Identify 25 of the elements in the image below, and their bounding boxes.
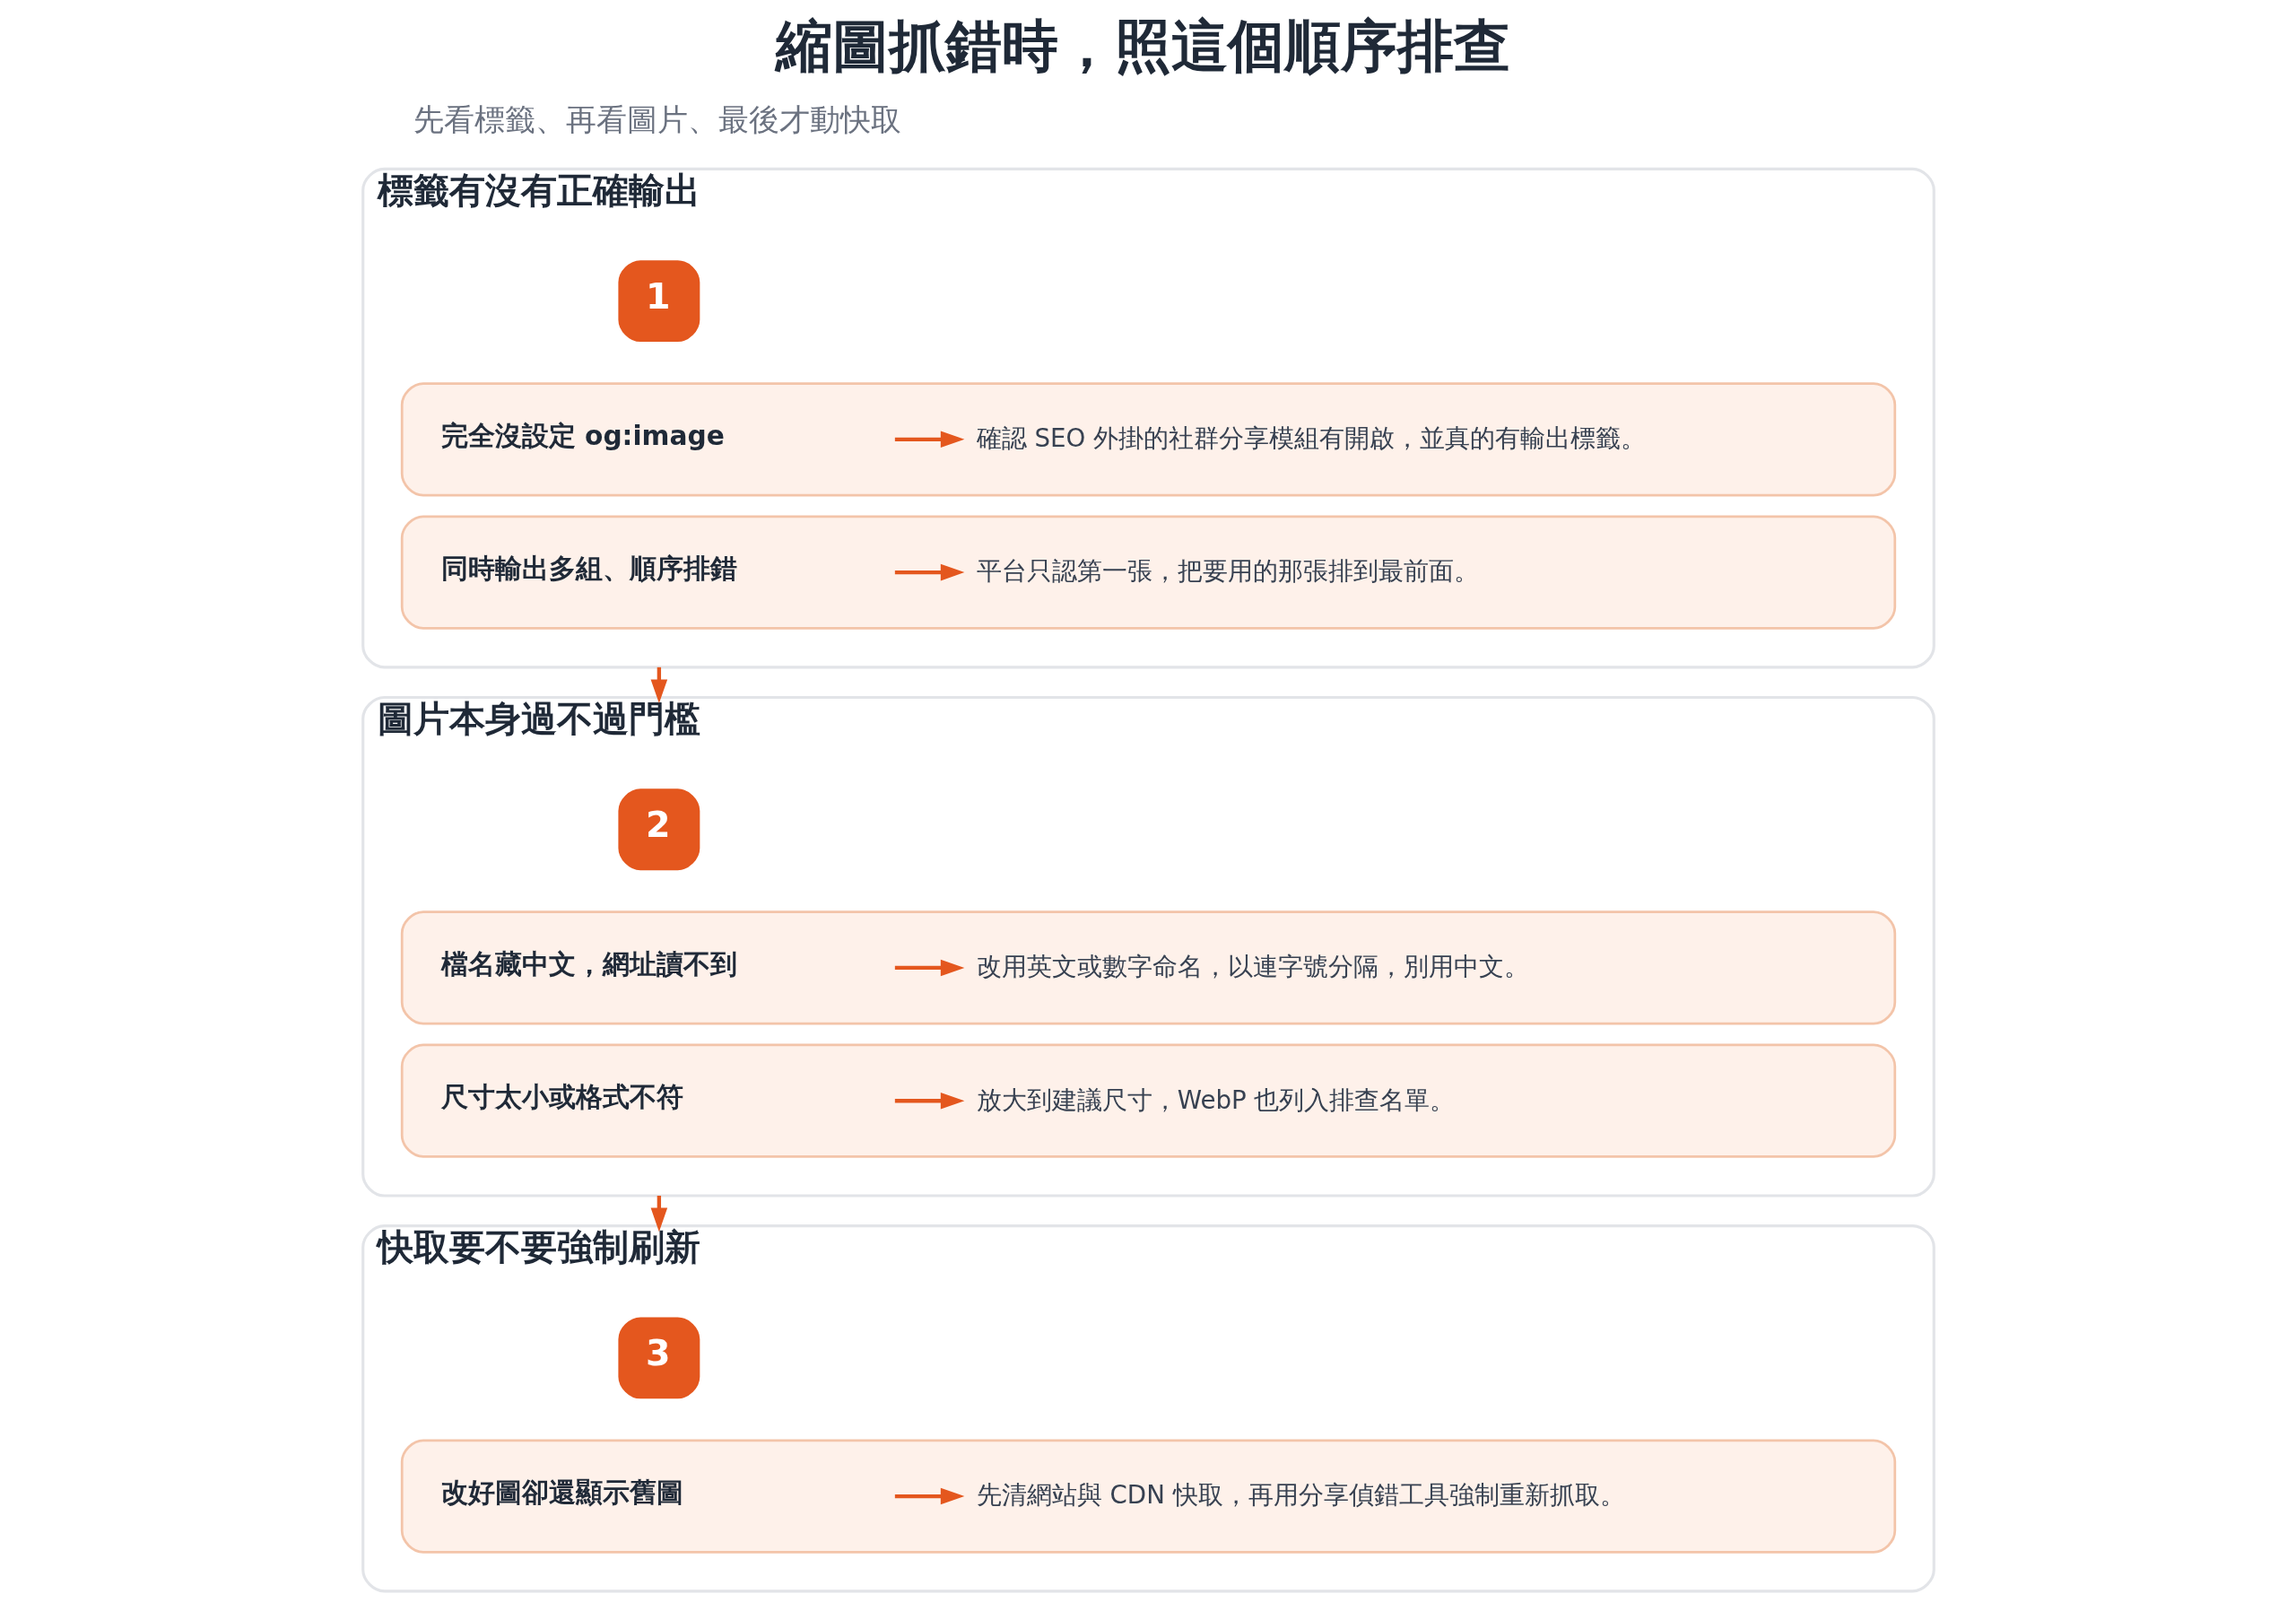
cluster [400,515,1896,630]
node-text: 改好圖卻還顯示舊圖 [440,1476,683,1508]
arrow [894,563,964,581]
node-text: 放大到建議尺寸，WebP 也列入排查名單。 [976,1084,1455,1115]
arrow [894,959,964,977]
node-text: 尺寸太小或格式不符 [440,1081,683,1113]
node-text: 完全沒設定 og:image [440,419,725,451]
node-text: 檔名藏中文，網址讀不到 [440,947,737,980]
node-box: 3 [617,1317,700,1399]
arrow [894,431,964,449]
node-text: 同時輸出多組、順序排錯 [440,553,737,585]
diagram-title: 縮圖抓錯時，照這個順序排查 [775,12,1510,79]
arrow [894,1092,964,1110]
node-text: 先清網站與 CDN 快取，再用分享偵錯工具強制重新抓取。 [976,1480,1625,1511]
cluster [400,910,1896,1025]
node-text: 改用英文或數字命名，以連字號分隔，別用中文。 [976,952,1529,982]
node-box: 1 [617,260,700,343]
arrow [894,1487,964,1505]
node-box: 2 [617,788,700,871]
node-text: 平台只認第一張，把要用的那張排到最前面。 [976,556,1479,587]
cluster [400,382,1896,497]
cluster [400,1043,1896,1158]
node-text: 確認 SEO 外掛的社群分享模組有開啟，並真的有輸出標籤。 [976,423,1646,454]
cluster [400,1439,1896,1554]
label: 先看標籤、再看圖片、最後才動快取 [413,102,901,138]
